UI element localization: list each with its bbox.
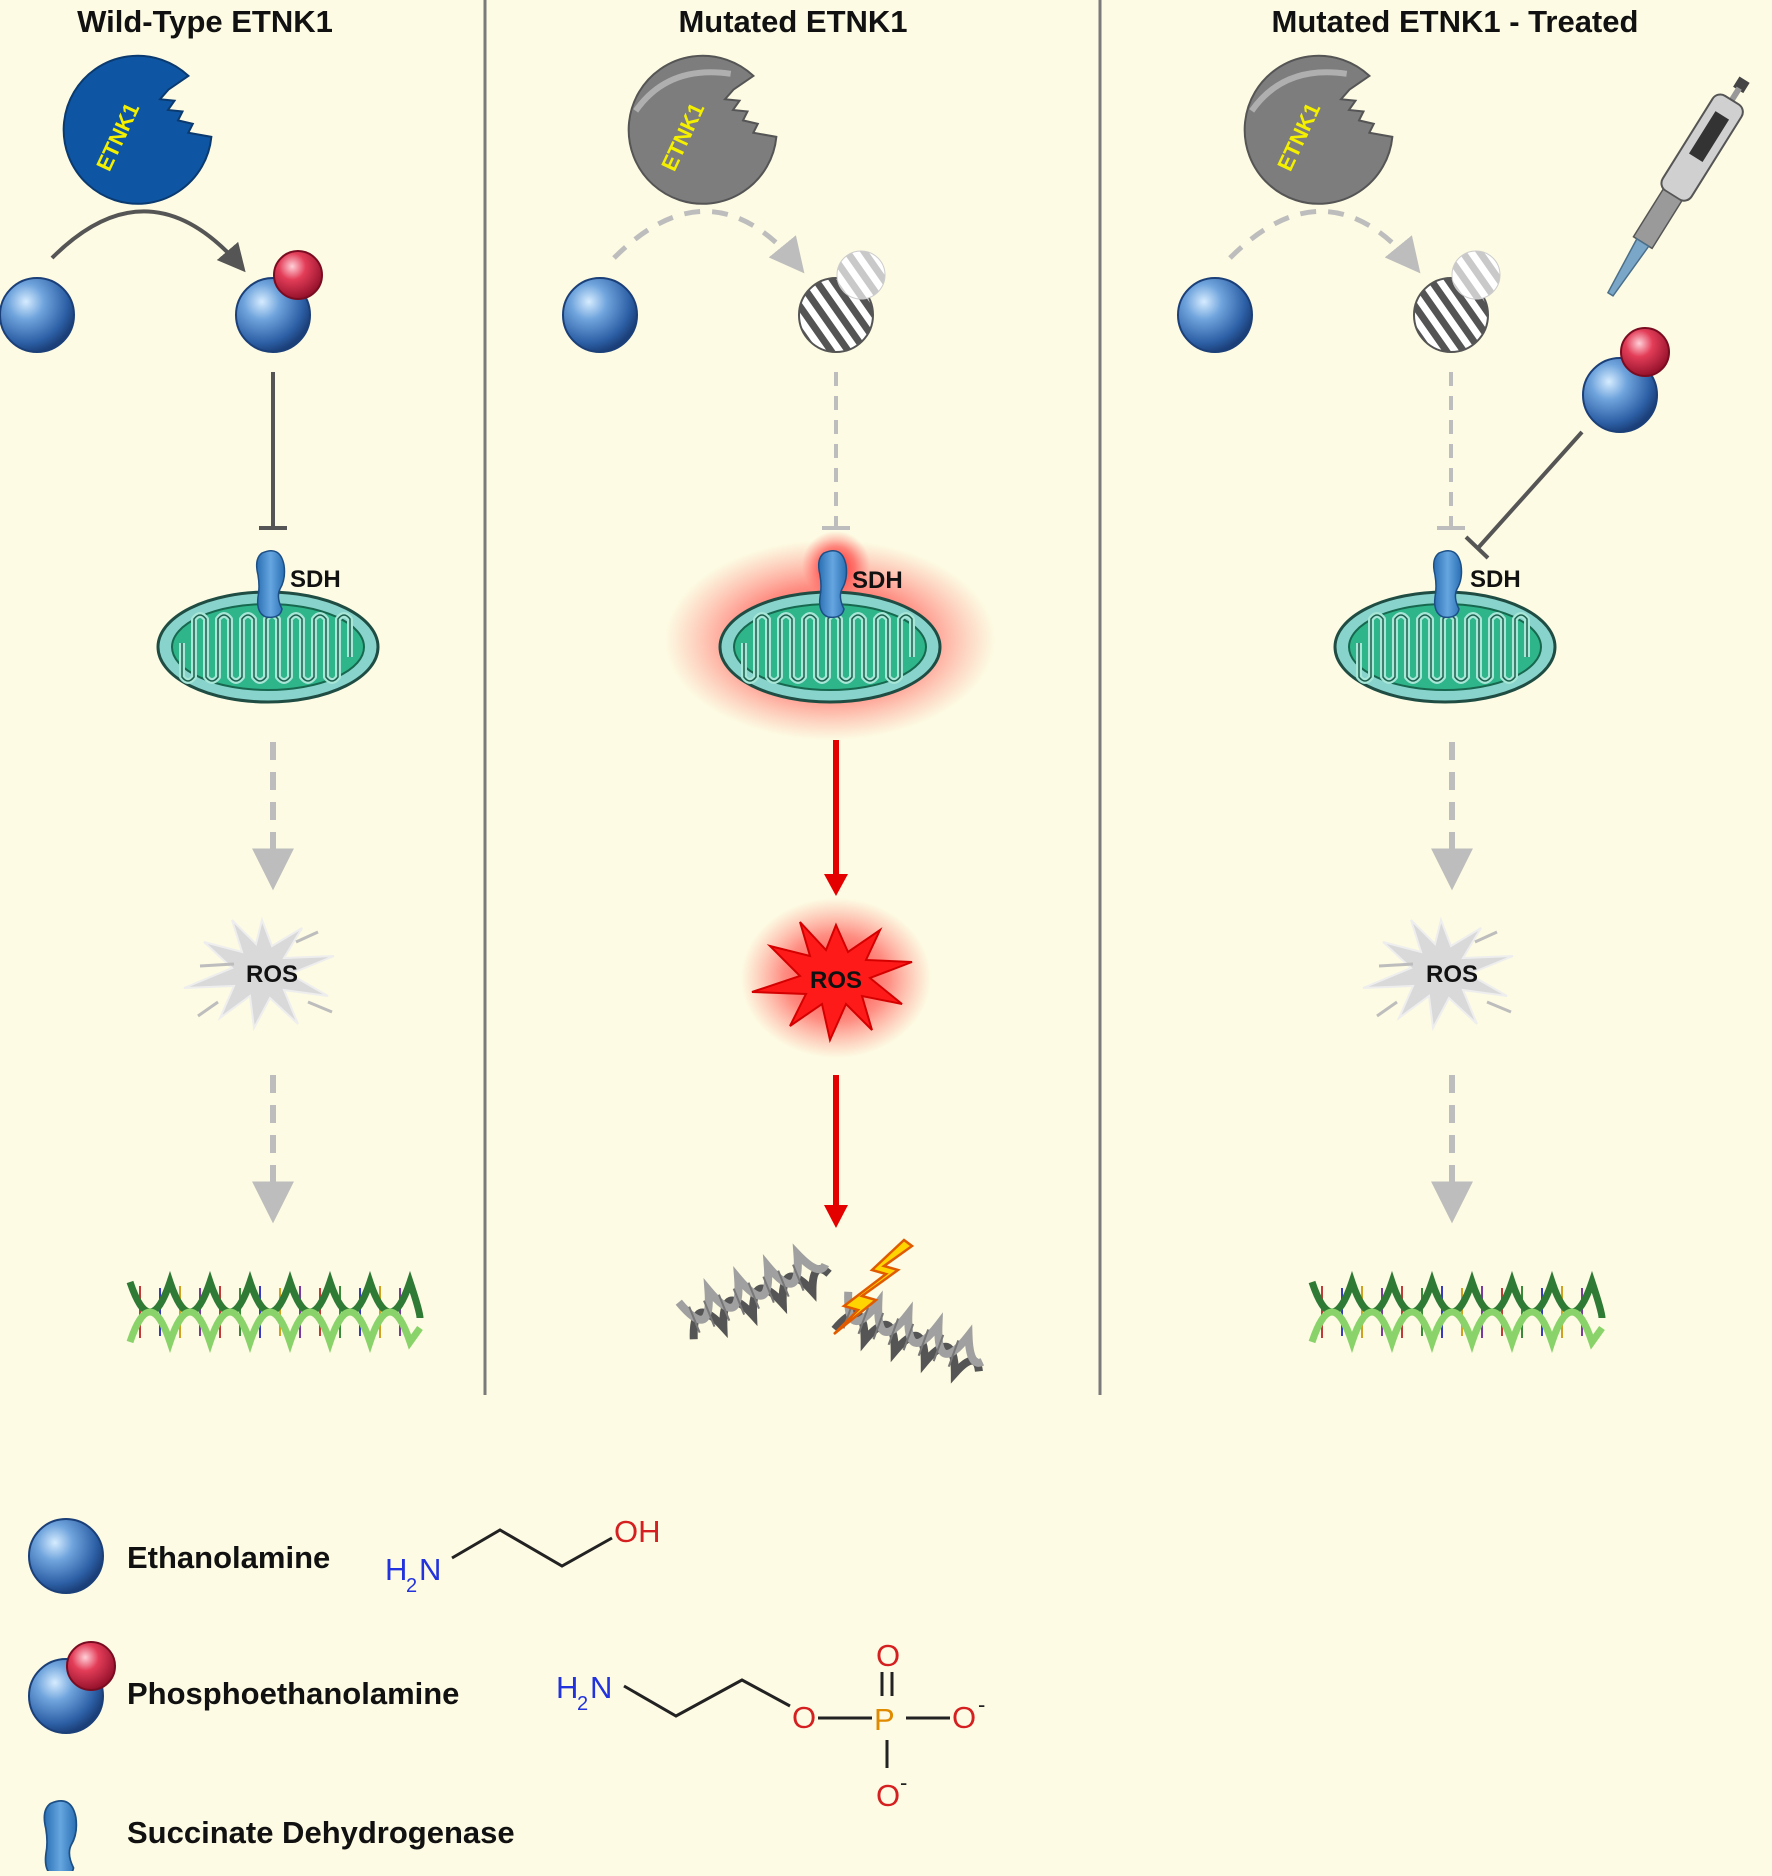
chem-n: N bbox=[590, 1670, 612, 1705]
chem-minus-bottom: - bbox=[900, 1770, 907, 1795]
ros-burst-icon bbox=[751, 921, 913, 1044]
sdh-label: SDH bbox=[852, 567, 903, 594]
chem-oh: OH bbox=[614, 1514, 661, 1549]
chem-h: H bbox=[385, 1552, 407, 1587]
phosphoethanolamine-bonds bbox=[623, 1678, 791, 1718]
ros-label: ROS bbox=[246, 961, 298, 988]
chem-subscript-2: 2 bbox=[577, 1693, 588, 1715]
panel-wild-type: ETNK1 SDH ROS bbox=[0, 43, 420, 1342]
broken-dna-icon bbox=[675, 1243, 985, 1384]
legend-phosphate-icon bbox=[66, 1641, 116, 1691]
panel-title-wild-type: Wild-Type ETNK1 bbox=[77, 4, 333, 39]
chem-h: H bbox=[556, 1670, 578, 1705]
legend: Ethanolamine H 2 N OH Phosphoethanolamin… bbox=[28, 1514, 985, 1876]
sdh-icon bbox=[1432, 549, 1463, 619]
panel-mutated: ETNK1 SDH ROS bbox=[562, 43, 995, 1384]
conversion-arrow-dashed bbox=[1228, 209, 1421, 274]
etnk1-enzyme-icon: ETNK1 bbox=[1231, 43, 1403, 217]
dna-helix-icon bbox=[1312, 1282, 1602, 1342]
legend-sdh-label: Succinate Dehydrogenase bbox=[127, 1815, 515, 1850]
pipette-icon bbox=[1606, 76, 1750, 297]
legend-ethanolamine-icon bbox=[28, 1518, 104, 1594]
chem-o-right: O bbox=[952, 1700, 976, 1735]
chem-subscript-2: 2 bbox=[406, 1575, 417, 1597]
added-phosphate-sphere-icon bbox=[1620, 327, 1670, 377]
phosphoethanolamine-structure: H 2 N O P O - O O - bbox=[556, 1638, 985, 1813]
ethanolamine-sphere-icon bbox=[562, 277, 638, 353]
ethanolamine-structure: H 2 N OH bbox=[385, 1514, 661, 1597]
conversion-arrow-dashed bbox=[612, 209, 805, 274]
phosphate-sphere-icon bbox=[273, 250, 323, 300]
treatment-inhibition-bar bbox=[1464, 535, 1490, 560]
ros-label: ROS bbox=[810, 967, 862, 994]
lightning-bolt-icon bbox=[833, 1238, 915, 1335]
chem-o-bottom: O bbox=[876, 1778, 900, 1813]
chem-o-ester: O bbox=[792, 1700, 816, 1735]
missing-phosphate-icon bbox=[836, 250, 886, 300]
sdh-label: SDH bbox=[290, 566, 341, 593]
added-phosphoethanolamine-sphere-icon bbox=[1582, 357, 1658, 433]
red-arrow-head bbox=[824, 874, 848, 896]
legend-ethanolamine-label: Ethanolamine bbox=[127, 1540, 330, 1575]
sdh-icon bbox=[255, 549, 286, 619]
ethanolamine-bonds bbox=[451, 1528, 613, 1568]
legend-phosphoethanolamine-label: Phosphoethanolamine bbox=[127, 1676, 459, 1711]
panel-treated: ETNK1 SDH ROS bbox=[1177, 43, 1750, 1342]
panel-title-treated: Mutated ETNK1 - Treated bbox=[1272, 4, 1639, 39]
red-arrow-head bbox=[824, 1205, 848, 1228]
panel-title-mutated: Mutated ETNK1 bbox=[678, 4, 907, 39]
chem-o-top: O bbox=[876, 1638, 900, 1673]
ethanolamine-sphere-icon bbox=[0, 277, 75, 353]
missing-phosphate-icon bbox=[1451, 250, 1501, 300]
dna-helix-icon bbox=[130, 1282, 420, 1342]
chem-minus-right: - bbox=[978, 1692, 985, 1717]
etnk1-enzyme-icon: ETNK1 bbox=[615, 43, 787, 217]
sdh-icon bbox=[817, 549, 848, 619]
ros-label: ROS bbox=[1426, 961, 1478, 988]
chem-n: N bbox=[419, 1552, 441, 1587]
ethanolamine-sphere-icon bbox=[1177, 277, 1253, 353]
conversion-arrow bbox=[50, 209, 246, 273]
chem-p: P bbox=[874, 1702, 895, 1737]
sdh-label: SDH bbox=[1470, 566, 1521, 593]
legend-sdh-icon bbox=[43, 1800, 78, 1876]
treatment-inhibition-line bbox=[1476, 430, 1584, 550]
etnk1-enzyme-icon: ETNK1 bbox=[50, 43, 222, 217]
